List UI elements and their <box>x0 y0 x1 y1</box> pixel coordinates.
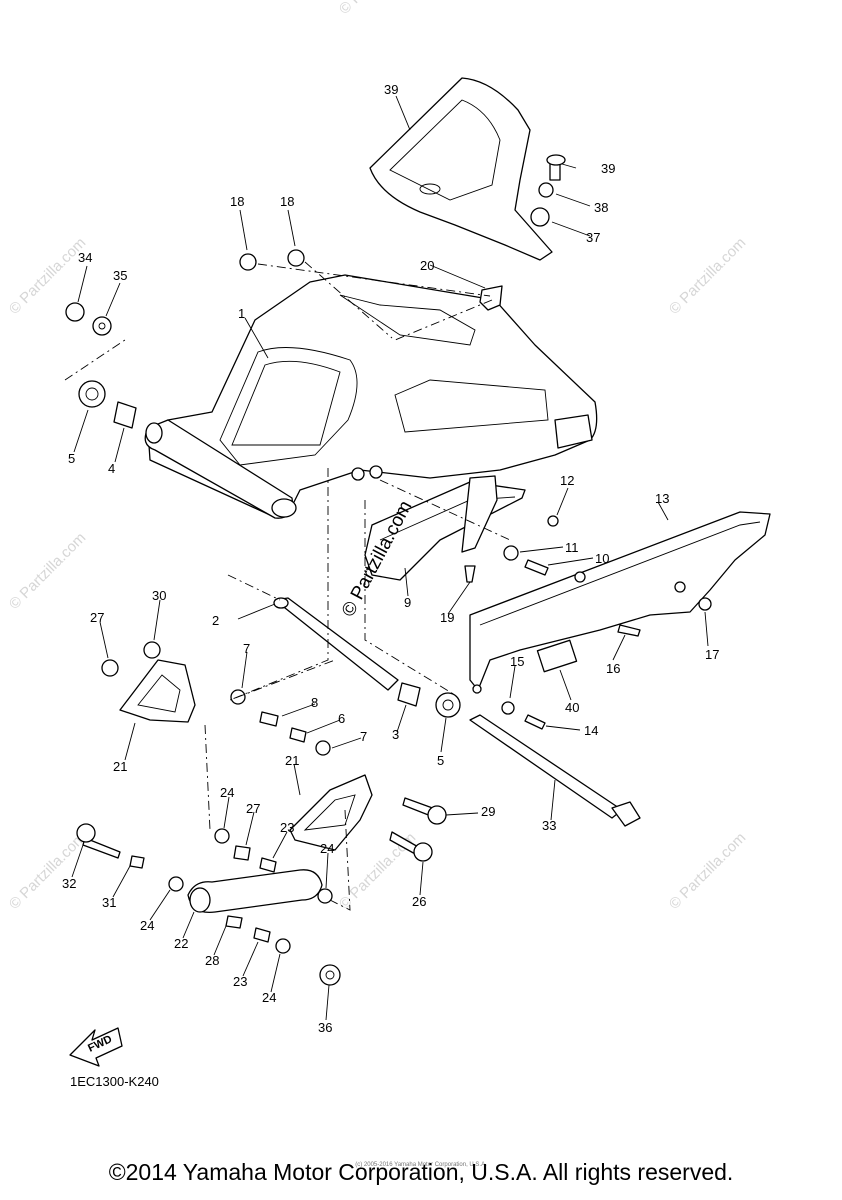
relay-arm-right <box>289 774 373 851</box>
callout-26: 27 <box>90 610 104 625</box>
callout-24b: 24 <box>320 841 334 856</box>
leader-lines <box>71 95 709 1021</box>
callout-36: 39 <box>384 82 398 97</box>
assembly-lines <box>64 261 511 911</box>
callout-25: 26 <box>412 894 426 909</box>
copyright-notice: ©2014 Yamaha Motor Corporation, U.S.A. A… <box>108 1159 734 1185</box>
chain-case <box>469 511 771 694</box>
callout-23b: 23 <box>233 974 247 989</box>
callout-15: 15 <box>510 654 524 669</box>
callout-24c: 24 <box>140 918 154 933</box>
fwd-arrow-icon: FWD <box>69 1027 123 1067</box>
callout-23a: 23 <box>280 820 294 835</box>
callout-layer: 39 39 38 37 18 18 20 1 34 35 5 4 12 13 1… <box>62 82 719 1035</box>
callout-10: 10 <box>595 551 609 566</box>
callout-35: 35 <box>113 268 127 283</box>
callout-18a: 18 <box>230 194 244 209</box>
watermark: © Partzilla.com <box>6 529 89 612</box>
callout-21a: 21 <box>113 759 127 774</box>
callout-37: 37 <box>586 230 600 245</box>
callout-1: 1 <box>238 306 245 321</box>
tiny-notice: (c) 2005-2016 Yamaha Motor Corporation, … <box>355 1162 487 1168</box>
callout-22: 22 <box>174 936 188 951</box>
callout-3: 3 <box>392 727 399 742</box>
callout-7a: 7 <box>243 641 250 656</box>
callout-29: 30 <box>152 588 166 603</box>
callout-27a: 27 <box>246 801 260 816</box>
watermark: © Partzilla.com <box>666 234 749 317</box>
callout-12: 12 <box>560 473 574 488</box>
callout-31: 32 <box>62 876 76 891</box>
callout-9: 9 <box>404 595 411 610</box>
callout-5b: 5 <box>437 753 444 768</box>
callout-14: 14 <box>584 723 598 738</box>
callout-27b: 28 <box>205 953 219 968</box>
watermark: © Partzilla.com <box>336 0 419 18</box>
callout-16: 16 <box>606 661 620 676</box>
rear-fender <box>369 77 553 261</box>
callout-28: 29 <box>481 804 495 819</box>
callout-34: 34 <box>78 250 92 265</box>
relay-arm-left <box>119 659 196 723</box>
callout-21b: 21 <box>285 753 299 768</box>
callout-17: 17 <box>705 647 719 662</box>
callout-8: 8 <box>311 695 318 710</box>
watermark: © Partzilla.com <box>666 829 749 912</box>
callout-7b: 7 <box>360 729 367 744</box>
figure-code: 1EC1300-K240 <box>70 1074 159 1089</box>
callout-5a: 5 <box>68 451 75 466</box>
callout-2: 2 <box>212 613 219 628</box>
swingarm <box>144 274 598 519</box>
callout-32: 36 <box>318 1020 332 1035</box>
chain-guide <box>364 475 526 581</box>
callout-24a: 24 <box>220 785 234 800</box>
callout-18b: 18 <box>280 194 294 209</box>
callout-6: 6 <box>338 711 345 726</box>
callout-20: 20 <box>420 258 434 273</box>
rear-axle <box>469 714 641 827</box>
bolts <box>76 154 641 862</box>
callout-13: 13 <box>655 491 669 506</box>
small-parts <box>65 182 712 986</box>
callout-39: 39 <box>601 161 615 176</box>
callout-19: 19 <box>440 610 454 625</box>
callout-24d: 24 <box>262 990 276 1005</box>
connecting-rod <box>187 869 323 914</box>
callout-40: 40 <box>565 700 579 715</box>
callout-11: 11 <box>565 540 579 555</box>
callout-33: 33 <box>542 818 556 833</box>
callout-38: 38 <box>594 200 608 215</box>
pivot-shaft <box>273 597 399 691</box>
watermark: © Partzilla.com <box>6 829 89 912</box>
callout-30: 31 <box>102 895 116 910</box>
callout-4: 4 <box>108 461 115 476</box>
